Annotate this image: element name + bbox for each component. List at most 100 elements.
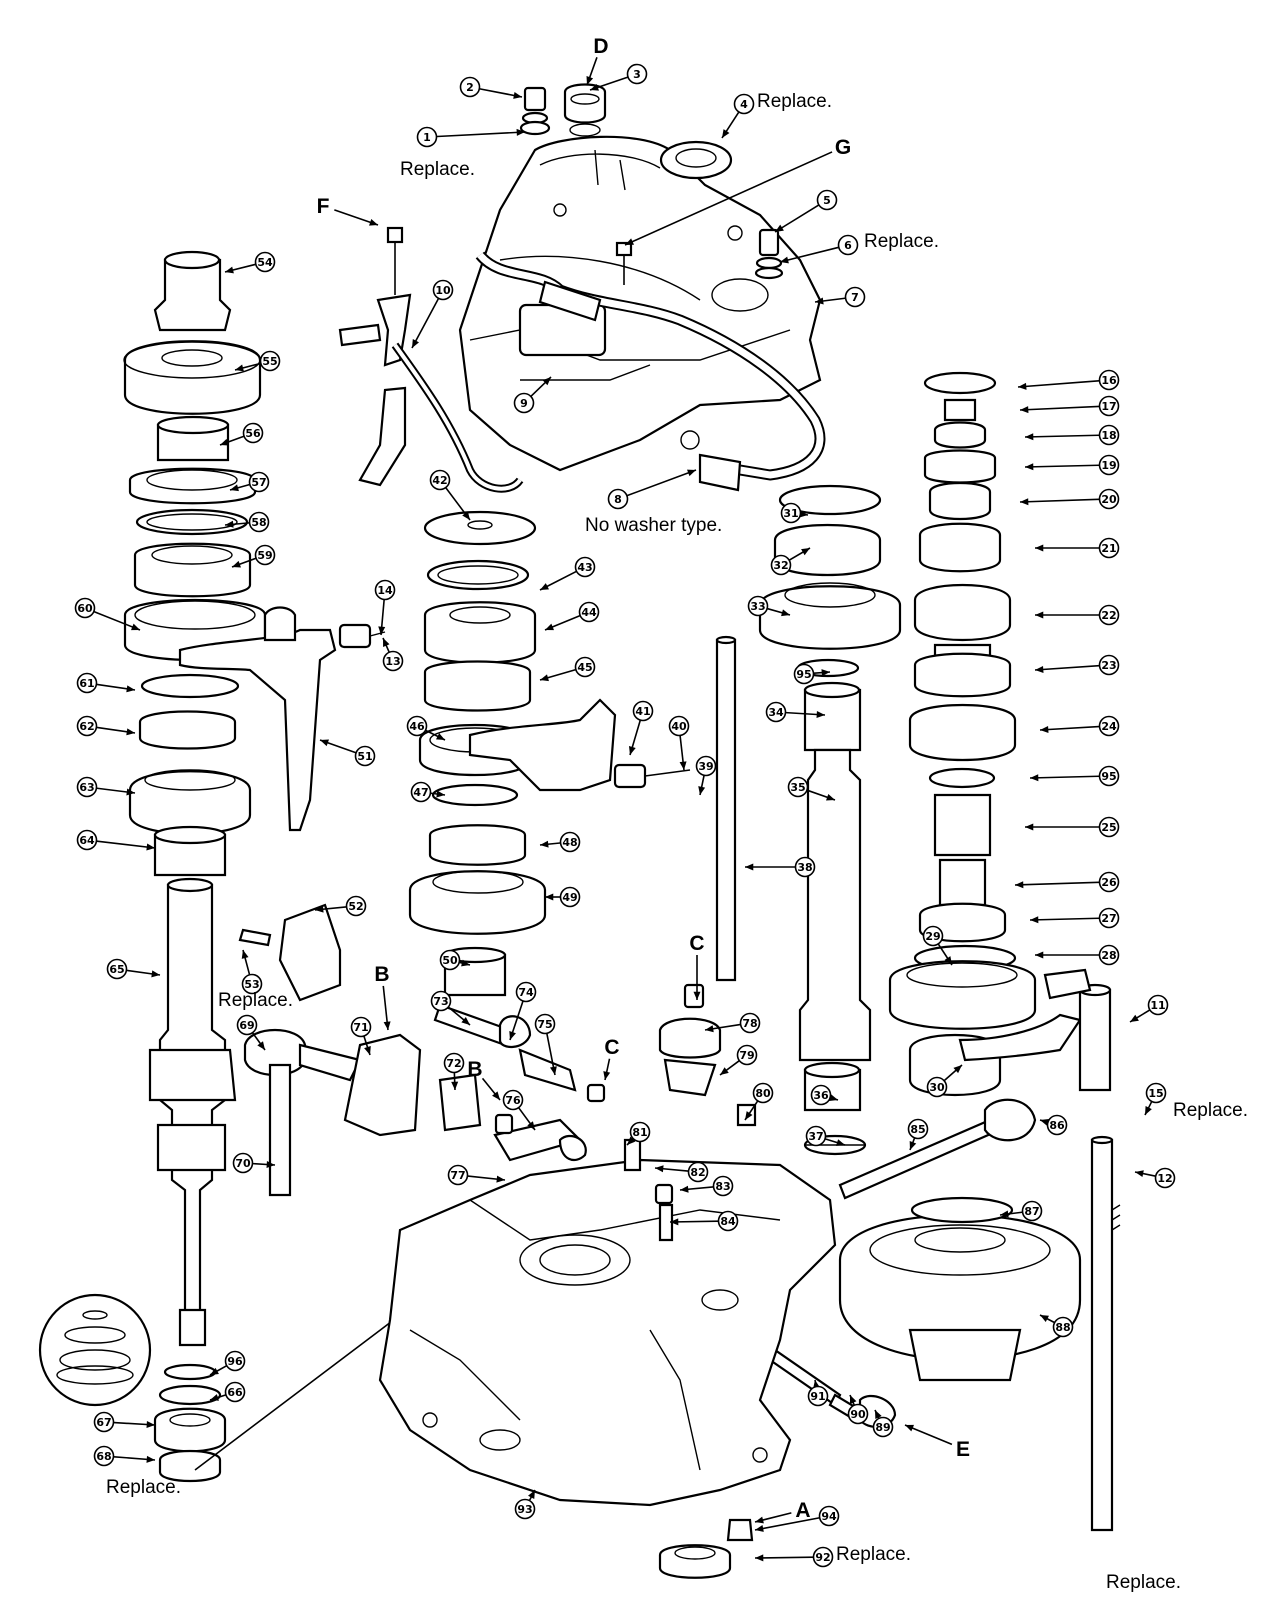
callout-35: 35 bbox=[787, 776, 836, 801]
callout-number: 68 bbox=[96, 1450, 111, 1463]
callout-number: 48 bbox=[562, 836, 577, 849]
callout-number: 16 bbox=[1101, 374, 1117, 387]
callout-number: 20 bbox=[1101, 493, 1117, 506]
callout-81: 81 bbox=[626, 1121, 651, 1146]
callout-83: 83 bbox=[679, 1175, 734, 1197]
callout-68: 68 bbox=[93, 1445, 156, 1467]
callout-1: 1 bbox=[416, 126, 526, 148]
letter-text: D bbox=[593, 35, 608, 58]
callout-number: 41 bbox=[635, 705, 650, 718]
replace-note: Replace. bbox=[864, 231, 939, 252]
callout-number: 72 bbox=[446, 1057, 461, 1070]
speedometer-cable bbox=[475, 251, 826, 492]
callout-number: 40 bbox=[671, 720, 687, 733]
callout-number: 58 bbox=[251, 516, 266, 529]
callouts-layer: 1234567891011121314151617181920212223242… bbox=[74, 63, 1176, 1568]
shift-fork-41 bbox=[468, 698, 691, 792]
callout-47: 47 bbox=[410, 781, 446, 803]
callout-number: 57 bbox=[251, 476, 266, 489]
callout-86: 86 bbox=[1039, 1114, 1068, 1136]
letter-text: C bbox=[689, 932, 704, 955]
callout-number: 33 bbox=[750, 600, 765, 613]
callout-75: 75 bbox=[534, 1013, 557, 1076]
callout-number: 28 bbox=[1101, 949, 1116, 962]
callout-64: 64 bbox=[76, 829, 156, 851]
letter-text: B bbox=[467, 1058, 482, 1081]
callout-21: 21 bbox=[1035, 537, 1120, 559]
notes-layer: Replace.Replace.Replace.Replace.Replace.… bbox=[106, 91, 1248, 1593]
callout-number: 7 bbox=[851, 291, 859, 304]
callout-number: 50 bbox=[442, 954, 458, 967]
callout-5: 5 bbox=[774, 189, 838, 233]
callout-number: 87 bbox=[1024, 1205, 1039, 1218]
callout-17: 17 bbox=[1019, 395, 1120, 417]
callout-59: 59 bbox=[231, 544, 276, 568]
callout-number: 73 bbox=[433, 995, 448, 1008]
callout-number: 95 bbox=[796, 668, 811, 681]
callout-28: 28 bbox=[1035, 944, 1120, 966]
callout-number: 45 bbox=[577, 661, 592, 674]
callout-80: 80 bbox=[744, 1082, 774, 1121]
callout-number: 86 bbox=[1049, 1119, 1065, 1132]
callout-44: 44 bbox=[544, 601, 600, 631]
callout-90: 90 bbox=[847, 1394, 869, 1425]
callout-number: 18 bbox=[1101, 429, 1116, 442]
callout-60: 60 bbox=[74, 597, 141, 631]
callout-76: 76 bbox=[502, 1089, 536, 1131]
callout-78: 78 bbox=[704, 1012, 761, 1034]
callout-number: 47 bbox=[413, 786, 428, 799]
callout-92: 92 bbox=[754, 1546, 834, 1568]
callout-61: 61 bbox=[76, 672, 136, 694]
callout-number: 52 bbox=[348, 900, 363, 913]
callout-56: 56 bbox=[219, 422, 264, 446]
callout-number: 23 bbox=[1101, 659, 1116, 672]
callout-39: 39 bbox=[695, 755, 717, 796]
callout-20: 20 bbox=[1019, 488, 1120, 510]
callout-16: 16 bbox=[1017, 369, 1120, 391]
callout-85: 85 bbox=[907, 1118, 929, 1151]
callout-number: 43 bbox=[577, 561, 592, 574]
rod-12 bbox=[1090, 1135, 1121, 1532]
callout-69: 69 bbox=[236, 1014, 266, 1051]
callout-10: 10 bbox=[411, 279, 454, 349]
callout-7: 7 bbox=[814, 286, 866, 308]
left-shaft-stack bbox=[38, 250, 421, 1483]
callout-number: 26 bbox=[1101, 876, 1117, 889]
callout-number: 82 bbox=[690, 1166, 705, 1179]
callout-11: 11 bbox=[1129, 994, 1169, 1023]
callout-29: 29 bbox=[922, 925, 953, 966]
callout-number: 4 bbox=[740, 98, 748, 111]
callout-number: 81 bbox=[632, 1126, 647, 1139]
callout-number: 12 bbox=[1157, 1172, 1172, 1185]
callout-number: 27 bbox=[1101, 912, 1116, 925]
callout-number: 1 bbox=[423, 131, 431, 144]
callout-number: 59 bbox=[257, 549, 272, 562]
callout-67: 67 bbox=[93, 1411, 156, 1433]
callout-number: 49 bbox=[562, 891, 577, 904]
callout-73: 73 bbox=[430, 990, 471, 1026]
callout-82: 82 bbox=[654, 1161, 709, 1183]
callout-number: 24 bbox=[1101, 720, 1117, 733]
callout-37: 37 bbox=[805, 1125, 846, 1147]
callout-number: 63 bbox=[79, 781, 94, 794]
callout-3: 3 bbox=[589, 63, 648, 91]
callout-84: 84 bbox=[669, 1210, 739, 1232]
shift-mechanism-parts bbox=[238, 903, 757, 1242]
callout-4: 4 bbox=[721, 93, 755, 139]
callout-number: 60 bbox=[77, 602, 93, 615]
replace-note: Replace. bbox=[400, 159, 475, 180]
callout-8: 8 bbox=[607, 469, 697, 510]
callout-number: 42 bbox=[432, 474, 447, 487]
letter-label-F: F bbox=[317, 195, 379, 226]
letter-text: F bbox=[317, 195, 330, 218]
callout-94: 94 bbox=[754, 1505, 840, 1532]
right-shaft-stack bbox=[888, 371, 1037, 1097]
callout-number: 3 bbox=[633, 68, 641, 81]
letter-label-A: A bbox=[754, 1499, 811, 1524]
callout-number: 15 bbox=[1148, 1087, 1163, 1100]
callout-48: 48 bbox=[539, 831, 581, 853]
transmission-housing-bottom bbox=[378, 1158, 837, 1507]
callout-25: 25 bbox=[1025, 816, 1120, 838]
callout-38: 38 bbox=[745, 856, 816, 878]
